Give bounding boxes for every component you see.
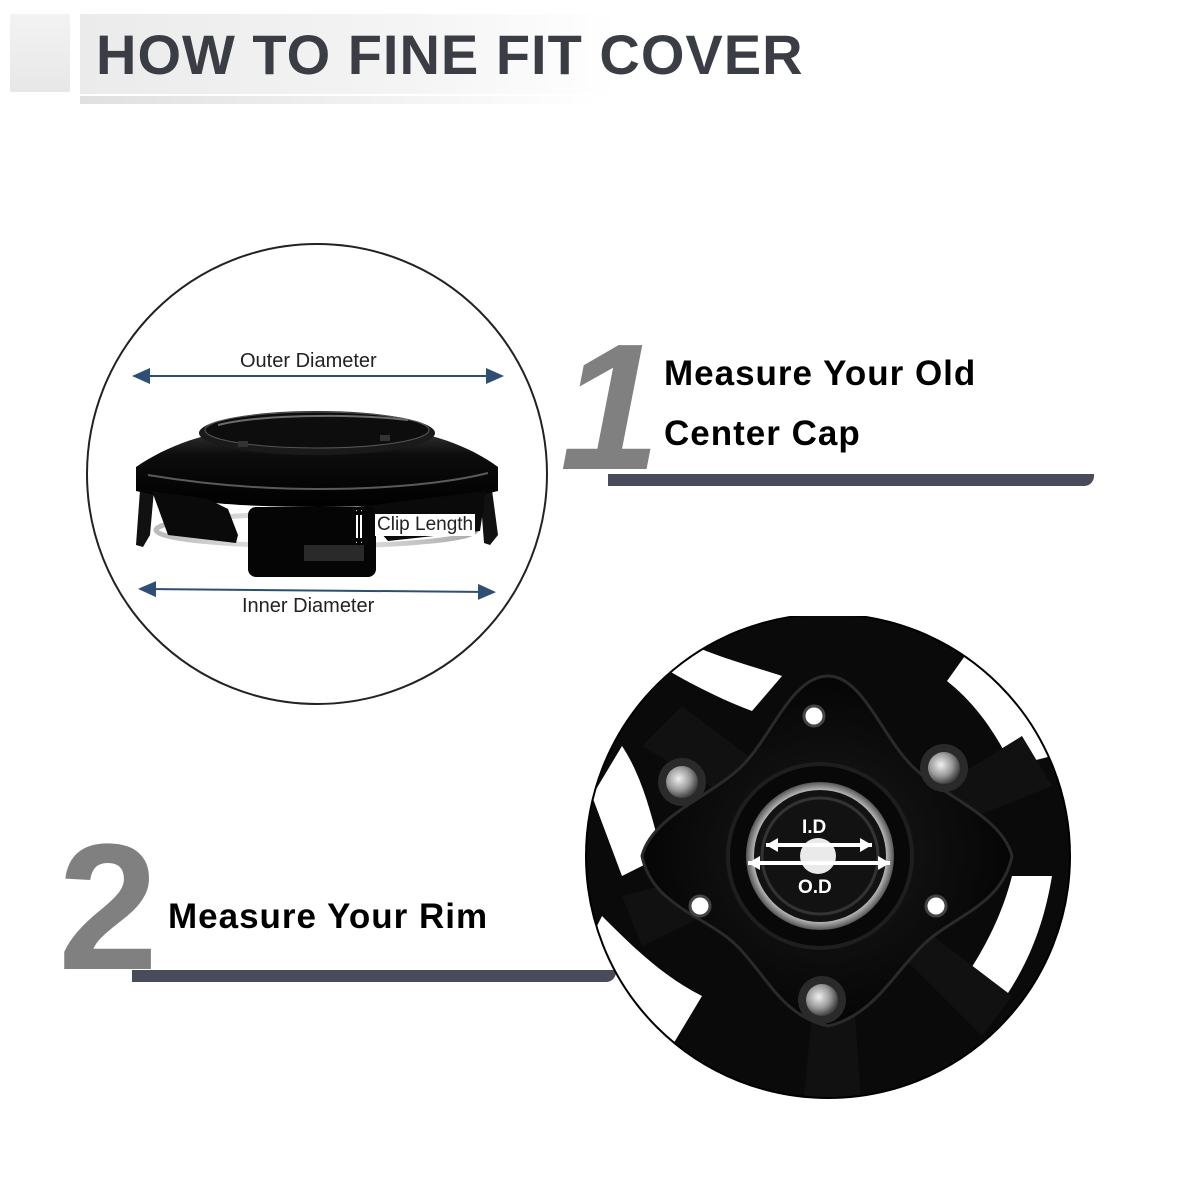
header-underline <box>80 96 600 104</box>
header-decor-block <box>10 14 70 92</box>
inner-diameter-tag: I.D <box>802 817 827 838</box>
outer-diameter-tag: O.D <box>798 877 832 898</box>
clip-length-label: Clip Length <box>375 514 476 536</box>
step-1-number: 1 <box>560 307 661 508</box>
center-cap-diagram <box>86 243 548 705</box>
step-1-text-line1: Measure Your Old <box>664 354 977 393</box>
rim-diagram <box>582 613 1074 1198</box>
step-2-rule <box>132 970 616 982</box>
step-2-number: 2 <box>58 807 159 1008</box>
page-title: HOW TO FINE FIT COVER <box>96 23 804 86</box>
step-1-rule <box>608 474 1094 486</box>
outer-diameter-label: Outer Diameter <box>240 350 377 372</box>
header-banner <box>80 14 620 94</box>
inner-diameter-label: Inner Diameter <box>242 595 375 617</box>
step-2-text: Measure Your Rim <box>168 897 489 936</box>
step-1-text-line2: Center Cap <box>664 414 861 453</box>
center-cap-illustration <box>132 368 504 600</box>
rim-illustration <box>585 613 1071 1099</box>
